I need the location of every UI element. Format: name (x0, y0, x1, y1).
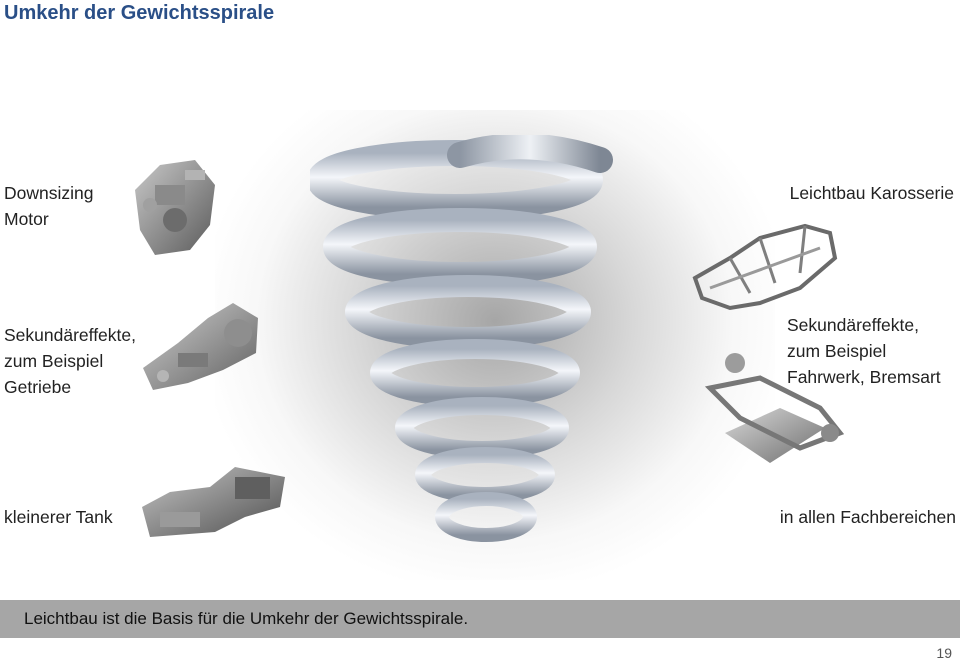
page-number: 19 (936, 645, 952, 661)
label-getriebe-line3: Getriebe (4, 377, 72, 397)
label-getriebe: Sekundäreffekte, zum Beispiel Getriebe (4, 322, 136, 400)
label-motor: Downsizing Motor (4, 180, 93, 232)
label-getriebe-line1: Sekundäreffekte, (4, 325, 136, 345)
banner-text: Leichtbau ist die Basis für die Umkehr d… (24, 609, 469, 628)
page-title: Umkehr der Gewichtsspirale (4, 2, 275, 24)
label-fachbereiche: in allen Fachbereichen (779, 507, 956, 527)
label-tank: kleinerer Tank (4, 507, 113, 527)
label-karosserie: Leichtbau Karosserie (789, 183, 954, 203)
label-fahrwerk: Sekundäreffekte, zum Beispiel Fahrwerk, … (787, 312, 941, 390)
gearbox-icon (143, 303, 258, 390)
label-motor-line2: Motor (4, 209, 49, 229)
summary-banner: Leichtbau ist die Basis für die Umkehr d… (0, 600, 960, 638)
chassis-icon (704, 353, 845, 463)
engine-icon (135, 160, 215, 255)
label-getriebe-line2: zum Beispiel (4, 351, 104, 371)
label-fahrwerk-line2: zum Beispiel (787, 341, 887, 361)
label-fahrwerk-line3: Fahrwerk, Bremsart (787, 367, 941, 387)
car-body-icon (692, 223, 838, 311)
label-motor-line1: Downsizing (4, 183, 94, 203)
fuel-tank-icon (142, 467, 285, 537)
label-fahrwerk-line1: Sekundäreffekte, (787, 315, 919, 335)
spring-icon (310, 135, 613, 542)
